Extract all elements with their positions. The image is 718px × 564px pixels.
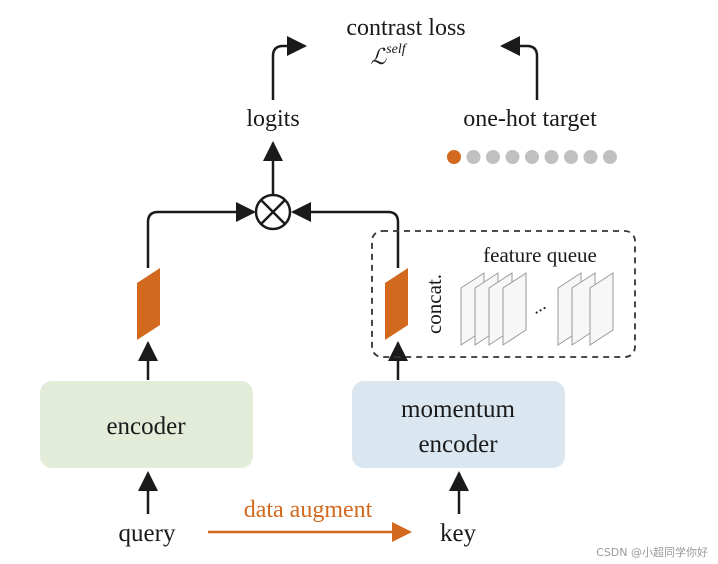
- one-hot-dot-active: [447, 150, 461, 164]
- momentum-encoder-label-line2: encoder: [418, 431, 498, 458]
- one-hot-dot: [603, 150, 617, 164]
- one-hot-target-label: one-hot target: [463, 106, 597, 132]
- momentum-encoder-box: [352, 381, 565, 468]
- feature-queue-label: feature queue: [483, 243, 597, 267]
- queue-ellipsis: ...: [527, 294, 549, 318]
- feature-queue-stack: ...: [460, 272, 614, 346]
- concat-box: [371, 230, 636, 358]
- encoder-box: [40, 381, 253, 468]
- data-augment-label: data augment: [244, 497, 373, 523]
- one-hot-dot: [564, 150, 578, 164]
- one-hot-dot: [583, 150, 598, 164]
- loss-symbol-superscript: self: [386, 42, 408, 57]
- one-hot-dot: [486, 150, 500, 164]
- loss-symbol: ℒself: [370, 42, 407, 69]
- key-feature-vector: [385, 268, 408, 340]
- loss-symbol-L: ℒ: [370, 44, 387, 69]
- title-text: contrast loss: [346, 15, 465, 41]
- target-to-loss-arrow: [500, 36, 539, 100]
- encoder-label: encoder: [106, 413, 186, 440]
- one-hot-dots: [447, 150, 617, 164]
- momentum-encoder-label-line1: momentum: [401, 396, 515, 423]
- logits-to-loss-arrow: [271, 36, 307, 100]
- one-hot-dot: [466, 150, 481, 164]
- key-feature-to-multiply-arrow: [291, 202, 400, 268]
- one-hot-dot: [525, 150, 539, 164]
- one-hot-dot: [505, 150, 520, 164]
- one-hot-dot: [544, 150, 559, 164]
- watermark-text: CSDN @小超同学你好: [596, 545, 708, 559]
- logits-label: logits: [246, 106, 299, 132]
- queue-sheet: [502, 272, 527, 346]
- query-feature-to-multiply-arrow: [146, 202, 256, 268]
- queue-sheet: [589, 272, 614, 346]
- query-feature-vector: [137, 268, 160, 340]
- concat-label: concat.: [422, 274, 446, 334]
- multiply-icon: [254, 193, 292, 231]
- key-label: key: [440, 520, 477, 547]
- query-label: query: [119, 520, 176, 547]
